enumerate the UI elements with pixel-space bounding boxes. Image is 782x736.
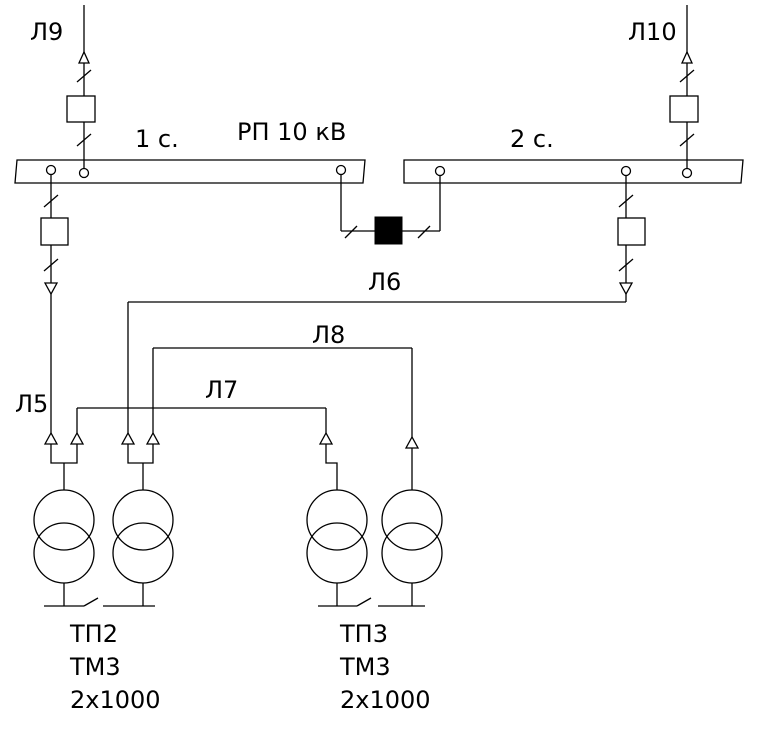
transformer-tp3-t1 bbox=[306, 489, 368, 584]
tp3-label: ТП3 ТМ3 2х1000 bbox=[339, 620, 431, 714]
bus-connection-points bbox=[45, 164, 693, 179]
conn-point bbox=[335, 164, 347, 176]
terminal bbox=[43, 431, 59, 445]
tp3-lv-bus bbox=[318, 583, 425, 607]
cable-l8 bbox=[152, 347, 413, 437]
breaker-box bbox=[40, 217, 69, 246]
tp2-label: ТП2 ТМ3 2х1000 bbox=[69, 620, 161, 714]
feeder-l6 bbox=[127, 176, 646, 433]
breaker-box bbox=[669, 95, 699, 123]
feeder-l5 bbox=[40, 175, 69, 433]
tp2-name: ТП2 bbox=[69, 620, 118, 648]
line-label-l10: Л10 bbox=[628, 18, 677, 46]
busbar-section-1 bbox=[14, 159, 366, 184]
bus-tie-breaker bbox=[340, 175, 441, 245]
cable-l7 bbox=[76, 407, 327, 433]
lv-sectional-switch bbox=[83, 597, 99, 607]
section-2-label: 2 с. bbox=[510, 125, 554, 153]
line-label-l7: Л7 bbox=[205, 376, 238, 404]
section-1-label: 1 с. bbox=[135, 125, 179, 153]
busbar-section-2 bbox=[403, 159, 744, 184]
tp3-name: ТП3 bbox=[339, 620, 388, 648]
tp3-capacity: 2х1000 bbox=[340, 686, 431, 714]
tp3-type: ТМ3 bbox=[339, 653, 391, 681]
cable-terminals bbox=[43, 431, 420, 449]
line-label-l8: Л8 bbox=[312, 321, 345, 349]
lv-sectional-switch bbox=[356, 597, 372, 607]
feeder-l9 bbox=[66, 5, 96, 168]
terminal bbox=[404, 435, 420, 449]
conn-point bbox=[434, 165, 446, 177]
tp2-lv-bus bbox=[44, 583, 155, 607]
tp2-connections bbox=[50, 444, 154, 490]
feeder-l10 bbox=[669, 5, 699, 168]
conn-point bbox=[45, 164, 57, 176]
closed-breaker bbox=[374, 216, 403, 245]
line-label-l6: Л6 bbox=[368, 268, 401, 296]
tp2-type: ТМ3 bbox=[69, 653, 121, 681]
terminal bbox=[120, 431, 136, 445]
line-label-l9: Л9 bbox=[30, 18, 63, 46]
terminal bbox=[318, 431, 334, 445]
terminal bbox=[145, 431, 161, 445]
breaker-box bbox=[66, 95, 96, 123]
transformer-tp2-t2 bbox=[112, 489, 174, 584]
tp3-connections bbox=[325, 444, 413, 490]
transformer-tp2-t1 bbox=[33, 489, 95, 584]
transformer-tp3-t2 bbox=[381, 489, 443, 584]
conn-point bbox=[620, 165, 632, 177]
conn-point bbox=[78, 167, 90, 179]
tp2-capacity: 2х1000 bbox=[70, 686, 161, 714]
breaker-box bbox=[617, 217, 646, 246]
conn-point bbox=[681, 167, 693, 179]
substation-title: РП 10 кВ bbox=[237, 118, 346, 146]
line-label-l5: Л5 bbox=[15, 390, 48, 418]
terminal bbox=[69, 431, 85, 445]
